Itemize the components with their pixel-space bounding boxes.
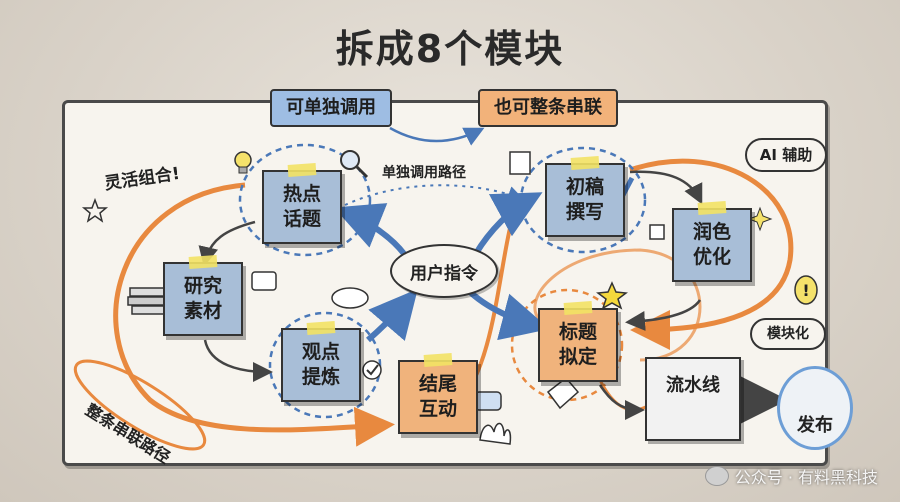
module-polish[interactable]: 润色 优化	[672, 201, 752, 282]
notepad-icon	[509, 151, 531, 175]
arrow-center-to-hot	[333, 203, 408, 257]
sparkle-icon	[747, 206, 773, 232]
chain-path-left	[113, 182, 395, 447]
svg-text:!: !	[802, 281, 809, 300]
chain-path-outer	[533, 248, 702, 362]
module-label: 热点 话题	[282, 183, 321, 230]
publish-label: 发布	[797, 415, 833, 436]
speech-icon	[474, 391, 502, 411]
module-pipeline[interactable]: 流水线	[645, 357, 741, 441]
diagram-title: 拆成8个模块	[335, 27, 565, 71]
standalone-path-label: 单独调用路径	[382, 165, 466, 181]
chat-icon	[251, 271, 277, 291]
modular-label: 模块化	[750, 318, 826, 350]
module-draft[interactable]: 初稿 撰写	[545, 156, 625, 237]
banner-chainable: 也可整条串联	[478, 89, 618, 127]
wechat-icon	[704, 466, 729, 486]
chain-path-right	[629, 158, 794, 350]
check-icon	[362, 360, 382, 380]
module-research[interactable]: 研究 素材	[163, 255, 243, 336]
module-label: 润色 优化	[692, 221, 731, 268]
watermark-text: 公众号 · 有料黑科技	[734, 468, 878, 487]
publish-node[interactable]: 发布	[777, 366, 853, 450]
lightbulb-icon	[234, 151, 252, 174]
module-label: 初稿 撰写	[565, 176, 604, 223]
pipeline-label: 流水线	[666, 375, 720, 396]
module-label: 观点 提炼	[301, 341, 340, 388]
module-hot-topic[interactable]: 热点 话题	[262, 163, 342, 244]
user-command-node[interactable]: 用户指令	[390, 244, 498, 298]
alert-icon: !	[794, 275, 818, 305]
doodle-star-icon	[81, 197, 109, 223]
module-label: 标题 拟定	[558, 321, 597, 368]
star-icon	[596, 281, 628, 310]
banner-standalone: 可单独调用	[270, 89, 392, 127]
magnifier-icon	[340, 150, 369, 179]
module-viewpoint[interactable]: 观点 提炼	[281, 321, 361, 402]
center-label: 用户指令	[410, 263, 478, 284]
module-headline[interactable]: 标题 拟定	[538, 301, 618, 382]
arrow-center-to-headline	[467, 289, 550, 341]
edit-icon	[649, 224, 665, 240]
watermark: 公众号 · 有料黑科技	[704, 464, 878, 488]
books-icon	[127, 287, 167, 315]
module-ending[interactable]: 结尾 互动	[398, 353, 478, 434]
arrow-center-to-draft	[472, 192, 543, 257]
ai-assist-label: AI 辅助	[745, 138, 827, 172]
module-label: 结尾 互动	[418, 373, 457, 420]
module-label: 研究 素材	[183, 275, 222, 322]
arrow-view-to-center	[366, 288, 418, 343]
hand-icon	[479, 422, 512, 445]
tag-icon	[546, 376, 580, 410]
cloud-icon	[331, 287, 369, 309]
